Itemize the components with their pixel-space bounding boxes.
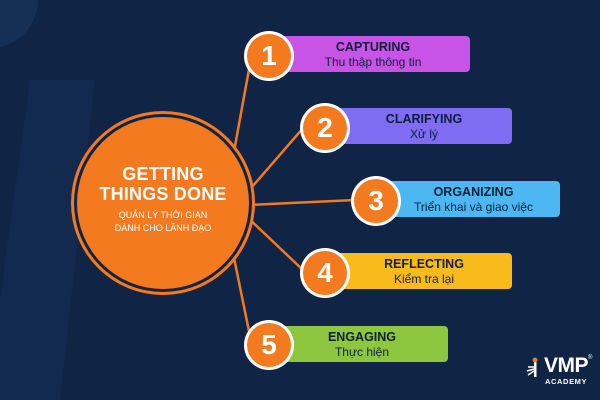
diagonal-stripe-decor: [0, 80, 95, 400]
step-2-subtitle: Xử lý: [409, 127, 439, 141]
step-5-box: ENGAGING Thực hiện: [262, 326, 448, 362]
hub-subtitle: QUẢN LÝ THỜI GIAN DÀNH CHO LÃNH ĐẠO: [80, 209, 246, 235]
logo-sunburst-icon: [526, 357, 538, 377]
step-1-subtitle: Thu thập thông tin: [324, 55, 422, 69]
hub-title: GETTING THINGS DONE: [80, 164, 246, 204]
step-4-title: REFLECTING: [384, 257, 464, 271]
step-5-title: ENGAGING: [327, 330, 397, 344]
vmp-academy-logo: VMP ® ACADEMY: [526, 355, 598, 391]
step-2-number-badge: 2: [303, 106, 347, 150]
logo-registered-mark: ®: [588, 355, 593, 361]
hub-title-line1: GETTING: [122, 164, 204, 184]
corner-circle-decor: [0, 0, 38, 47]
step-1-box: CAPTURING Thu thập thông tin: [262, 36, 470, 72]
step-3-subtitle: Triển khai và giao việc: [414, 200, 533, 214]
step-3-title: ORGANIZING: [433, 185, 514, 199]
connector-1: [231, 63, 252, 158]
step-4-subtitle: Kiểm tra lại: [393, 272, 455, 286]
hub-subtitle-line2: DÀNH CHO LÃNH ĐẠO: [114, 223, 212, 233]
step-4-number-badge: 4: [303, 251, 347, 295]
logo-main-text: VMP: [544, 354, 589, 377]
step-2-title: CLARIFYING: [385, 112, 463, 126]
step-3-number-badge: 3: [354, 179, 398, 223]
connector-3: [247, 198, 356, 207]
step-4-box: REFLECTING Kiểm tra lại: [318, 253, 512, 289]
step-2-box: CLARIFYING Xử lý: [318, 108, 512, 144]
step-1-title: CAPTURING: [335, 40, 411, 54]
step-1-number-badge: 1: [247, 34, 291, 78]
central-hub: GETTING THINGS DONE QUẢN LÝ THỜI GIAN DÀ…: [80, 120, 246, 286]
logo-sub-text: ACADEMY: [545, 377, 588, 386]
hub-title-line2: THINGS DONE: [99, 184, 227, 204]
connector-5: [231, 252, 252, 337]
step-5-number-badge: 5: [247, 323, 291, 367]
step-3-box: ORGANIZING Triển khai và giao việc: [369, 181, 560, 217]
connector-4: [244, 214, 305, 272]
hub-subtitle-line1: QUẢN LÝ THỜI GIAN: [118, 210, 208, 220]
connector-2: [244, 126, 305, 196]
step-5-subtitle: Thực hiện: [334, 345, 390, 359]
